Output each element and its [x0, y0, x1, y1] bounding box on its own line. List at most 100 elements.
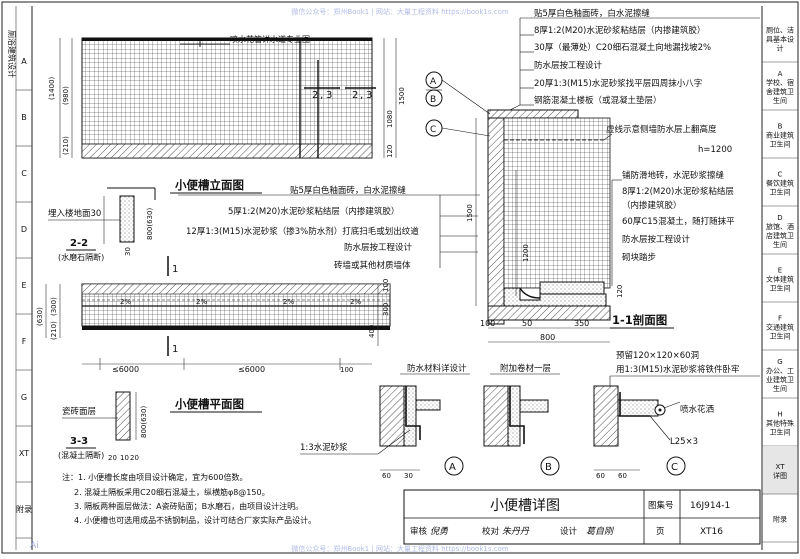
sec11-marker-b: B — [430, 95, 436, 105]
detail-views: 防水材料详设计 附加卷材一层 预留120×120×60洞 用1:3(M15)水泥… — [300, 350, 760, 480]
mid-note-0: 贴5厚白色釉面砖，白水泥擦缝 — [290, 185, 406, 196]
plan-bottom-dim-2: 100 — [340, 366, 353, 374]
pipe-note: 喷水花管详水道专业图 — [230, 34, 310, 44]
elev-right-dim-0: 1080 — [386, 110, 394, 128]
angle-note: L25×3 — [670, 437, 698, 447]
svg-text:F: F — [778, 315, 782, 323]
plan-slope-0: 2% — [120, 298, 131, 306]
elev-section-mark-a: 2 — [312, 90, 318, 101]
svg-text:G: G — [777, 358, 782, 366]
title-block-role: 审核 — [410, 526, 428, 537]
svg-text:学校、宿: 学校、宿 — [766, 78, 794, 87]
plan-title: 小便槽平面图 — [174, 397, 244, 411]
detail-dim-2: 60 — [596, 472, 605, 480]
svg-text:生间: 生间 — [773, 240, 787, 249]
svg-text:A: A — [778, 70, 783, 78]
detail-dim-3: 60 — [618, 472, 627, 480]
mortar-note: 1:3水泥砂浆 — [300, 442, 348, 453]
elev-section-mark-c: 2 — [352, 90, 358, 101]
sec11-marker-c: C — [430, 125, 436, 135]
plan-bottom-dim-0: ≤6000 — [112, 365, 139, 374]
watermark-logo: Ai — [30, 541, 39, 551]
sec11-left-dim-0: 1500 — [466, 204, 474, 222]
left-sidebar-item: A — [21, 57, 27, 66]
section-3-3: 瓷砖面层 800(630) 3-3 (混凝土隔断) 20 10 20 — [58, 391, 148, 462]
watermark-top: 微信公众号：郑州Book1 | 网站：大量工程资料 https://book1s… — [291, 7, 509, 16]
svg-text:生间: 生间 — [773, 384, 787, 393]
svg-text:舍建筑卫: 舍建筑卫 — [766, 87, 794, 96]
sec11-h-note: h=1200 — [698, 145, 732, 155]
elev-left-dim-2: (210) — [62, 136, 70, 155]
svg-text:卫生间: 卫生间 — [770, 188, 791, 197]
plan-slope-2: 2% — [283, 298, 294, 306]
svg-text:附录: 附录 — [773, 515, 787, 524]
sec33-side-dim: 800(630) — [140, 406, 148, 438]
svg-text:具基本设: 具基本设 — [766, 35, 794, 44]
detail-label-1: 附加卷材一层 — [500, 363, 551, 374]
sec11-bottom-dim-2: 350 — [574, 319, 589, 328]
mid-note-3: 防水层按工程设计 — [344, 242, 413, 253]
svg-text:卫生间: 卫生间 — [770, 140, 791, 149]
title-block-name: 葛自刚 — [586, 526, 615, 537]
detail-dim-0: 60 — [382, 472, 391, 480]
sec11-title: 1-1剖面图 — [612, 313, 667, 327]
right-sidebar: 厕位、洁具基本设计A学校、宿舍建筑卫生间B商业建筑卫生间C餐饮建筑卫生间D旅馆、… — [761, 6, 798, 550]
plan-right-dim-2: 100 — [382, 279, 390, 292]
elev-right-dim-1: 1500 — [398, 87, 406, 105]
note-2: 3. 隔板两种面层做法：A瓷砖贴面；B水磨石，由项目设计注明。 — [74, 501, 303, 511]
left-sidebar-item: B — [21, 113, 27, 122]
note-3: 4. 小便槽也可选用成品不锈钢制品，设计可结合厂家实际产品设计。 — [74, 515, 316, 525]
top-note-0: 贴5厚白色釉面砖，白水泥擦缝 — [534, 8, 650, 19]
svg-text:,: , — [320, 90, 323, 101]
svg-text:旅馆、酒: 旅馆、酒 — [766, 222, 794, 231]
plan-slope-1: 2% — [196, 298, 207, 306]
sec33-dim-0: 20 — [108, 454, 117, 462]
section-1-1: 1500 1200 120 100 50 350 800 1-1剖面图 A B … — [425, 71, 735, 343]
svg-text:生间: 生间 — [773, 96, 787, 105]
top-note-1: 8厚1:2(M20)水泥砂浆粘结层（内掺建筑胶） — [534, 25, 705, 36]
plan-section-mark-top: 1 — [172, 264, 178, 275]
svg-text:计: 计 — [777, 44, 784, 53]
svg-text:商业建筑: 商业建筑 — [766, 131, 794, 140]
plan-left-dim-0: (630) — [36, 307, 44, 326]
plan-left-dim-2: (210) — [50, 321, 58, 340]
svg-text:H: H — [777, 411, 782, 419]
svg-text:交通建筑: 交通建筑 — [766, 323, 794, 332]
mid-note-4: 砖墙或其他材质墙体 — [334, 260, 411, 271]
svg-text:厕位、洁: 厕位、洁 — [766, 26, 794, 35]
sec11-note-2: （内掺建筑胶） — [622, 200, 682, 211]
elevation-view: 喷水花管详水道专业图 (1400) (980) (210) 1080 1500 … — [48, 34, 406, 221]
title-block: 小便槽详图 图集号 16J914-1 审核倪勇校对朱丹丹设计葛自刚 页 XT16 — [403, 489, 761, 545]
sec11-bottom-dim-0: 100 — [480, 319, 495, 328]
svg-text:E: E — [778, 267, 782, 275]
detail-label-0: 防水材料详设计 — [407, 363, 467, 374]
sec33-dim-1: 10 — [120, 454, 129, 462]
svg-text:C: C — [778, 171, 783, 179]
detail-marker-c: C — [671, 462, 678, 473]
elev-left-dim-1: (980) — [62, 86, 70, 105]
svg-text:卫生间: 卫生间 — [770, 332, 791, 341]
elev-section-mark-b: 3 — [326, 90, 332, 101]
sec33-dim-2: 20 — [130, 454, 139, 462]
page-no: XT16 — [700, 527, 723, 537]
sec11-bottom-dim-1: 50 — [522, 319, 532, 328]
svg-text:详图: 详图 — [773, 471, 787, 480]
left-sidebar-item: F — [22, 337, 27, 346]
atlas-no: 16J914-1 — [690, 501, 730, 511]
sec11-left-dim-1: 1200 — [522, 244, 530, 262]
watermark-bottom: 微信公众号：郑州Book1 | 网站：大量工程资料 https://book1s… — [291, 544, 509, 553]
embed-note-1: 预留120×120×60洞 — [616, 350, 699, 361]
left-sidebar-item: D — [21, 225, 27, 234]
svg-text:办公、工: 办公、工 — [766, 366, 794, 375]
drawing-title: 小便槽详图 — [490, 498, 560, 514]
top-note-3: 防水层按工程设计 — [534, 60, 603, 71]
plan-view: 2% 2% 2% 2% 1 1 (630) (300) (210) 400 30… — [36, 256, 391, 413]
